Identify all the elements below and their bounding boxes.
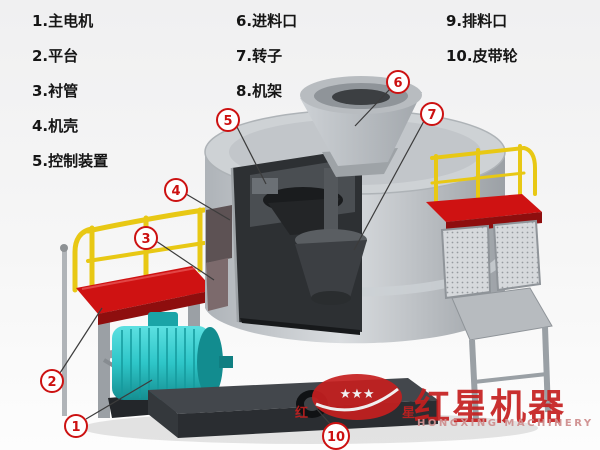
svg-text:4: 4 <box>171 184 180 199</box>
legend-item: 9.排料口 <box>446 12 508 30</box>
svg-text:10: 10 <box>327 430 345 445</box>
right-railing <box>430 144 537 208</box>
svg-text:5: 5 <box>223 114 232 129</box>
callout-4: 4 <box>164 178 188 202</box>
legend-column-3: 9.排料口 10.皮带轮 <box>446 4 518 74</box>
liner-pipe-lower <box>206 258 228 311</box>
callout-6: 6 <box>386 70 410 94</box>
legend-item: 1.主电机 <box>32 12 94 30</box>
callout-5: 5 <box>216 108 240 132</box>
left-platform <box>76 266 214 325</box>
svg-text:3: 3 <box>141 232 150 247</box>
control-device <box>252 178 278 194</box>
cutaway-interior <box>206 148 367 335</box>
left-pole <box>60 244 68 416</box>
callout-3: 3 <box>134 226 158 250</box>
brand-logo-stars: ★★★ <box>340 387 375 402</box>
legend-column-1: 1.主电机 2.平台 3.衬管 4.机壳 5.控制装置 <box>32 4 108 179</box>
svg-text:1: 1 <box>71 420 80 435</box>
legend-column-2: 6.进料口 7.转子 8.机架 <box>236 4 297 109</box>
liner-pipe <box>206 205 232 263</box>
brand-logo: ★★★ <box>312 374 402 420</box>
discharge-structure <box>440 219 553 421</box>
svg-text:6: 6 <box>393 76 402 91</box>
callouts: 1 2 3 4 5 6 7 <box>40 70 444 450</box>
svg-text:2: 2 <box>47 375 56 390</box>
legend-item: 2.平台 <box>32 47 79 65</box>
callout-1: 1 <box>64 414 88 438</box>
discharge-chute <box>451 287 553 341</box>
callout-2: 2 <box>40 369 64 393</box>
callout-10: 10 <box>322 422 350 450</box>
legend-item: 7.转子 <box>236 47 283 65</box>
feed-inlet <box>300 76 422 177</box>
legend-item: 5.控制装置 <box>32 152 109 170</box>
brand-char-right: 星 <box>402 406 416 421</box>
legend-item: 8.机架 <box>236 82 283 100</box>
legend-item: 6.进料口 <box>236 12 298 30</box>
callout-7: 7 <box>420 102 444 126</box>
legend-item: 10.皮带轮 <box>446 47 518 65</box>
legend-item: 4.机壳 <box>32 117 79 135</box>
brand-name: 红星机器 <box>414 387 567 428</box>
brand-char-left: 红 <box>295 406 309 421</box>
legend-item: 3.衬管 <box>32 82 79 100</box>
svg-text:7: 7 <box>427 108 436 123</box>
rotor <box>295 168 367 305</box>
leader-lines <box>59 88 425 426</box>
brand-subtitle: HONGXING MACHINERY <box>417 418 594 429</box>
